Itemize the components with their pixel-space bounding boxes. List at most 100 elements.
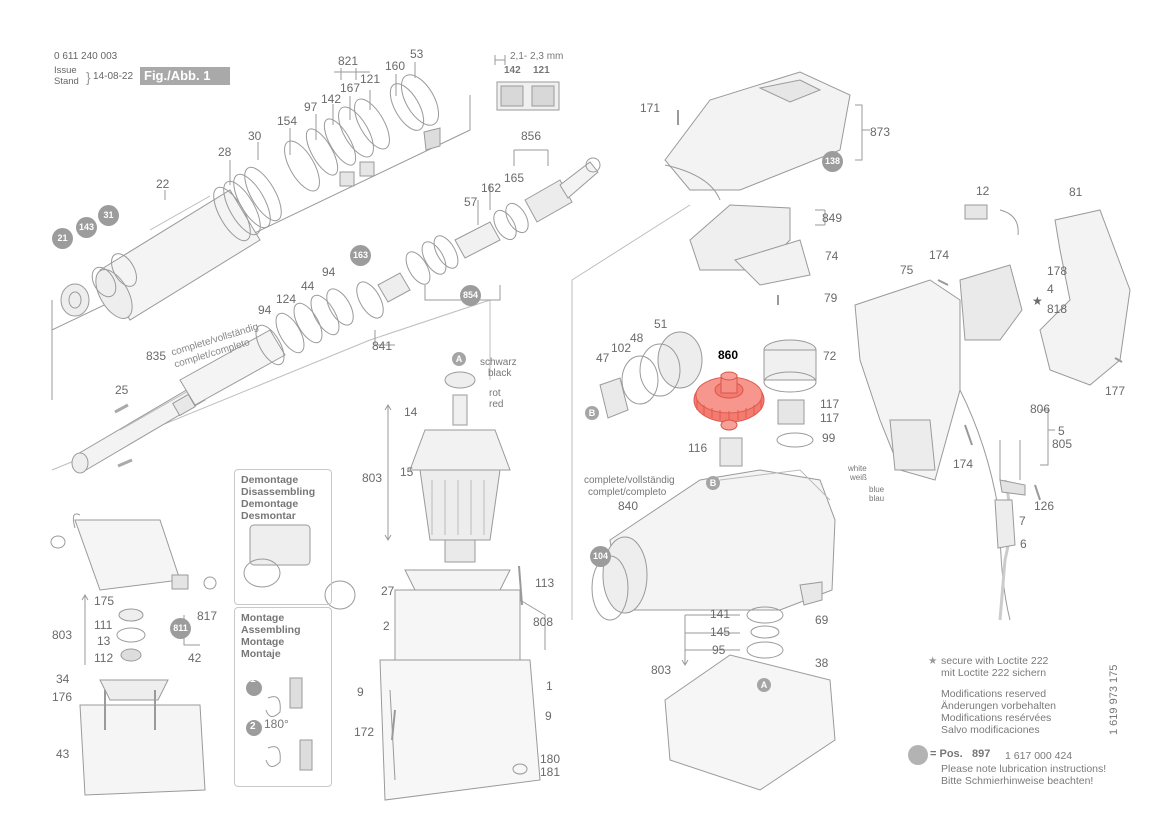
part-label: 9: [545, 709, 552, 723]
panel-title: Disassembling: [241, 486, 316, 498]
part-label: 14: [404, 405, 418, 419]
part-label: 48: [630, 331, 644, 345]
marker-b: B: [585, 406, 599, 420]
part-label: 57: [464, 195, 478, 209]
wire-label: blue: [869, 485, 885, 494]
part-label: 42: [188, 651, 202, 665]
part-label: 849: [822, 211, 843, 225]
part-label: 174: [929, 248, 950, 262]
circled-part: 31: [98, 205, 119, 226]
part-label: 44: [301, 279, 315, 293]
part-label: 4: [1047, 282, 1054, 296]
part-label: 113: [535, 576, 555, 590]
part-label: 13: [97, 634, 111, 648]
top-cover-group: [664, 71, 870, 305]
handle-cable-group: [854, 204, 1131, 621]
part-label: 124: [276, 292, 297, 306]
part-label: 162: [481, 181, 502, 195]
part-label: 75: [900, 263, 914, 277]
part-label: 165: [504, 171, 525, 185]
lubrication-note: Please note lubrication instructions!: [941, 763, 1107, 775]
part-label: 126: [1034, 499, 1055, 513]
pos-part-number: 1 617 000 424: [1005, 750, 1073, 762]
sidebar-code: 1 619 973 175: [1108, 664, 1120, 735]
panel-title: Assembling: [241, 624, 301, 636]
circled-part: 163: [350, 245, 371, 266]
panel-title: Montage: [241, 612, 285, 624]
complete-label-housing-2: complet/completo: [588, 487, 667, 498]
dimension-part-right: 121: [533, 65, 550, 76]
wire-label: red: [489, 399, 504, 410]
part-label: 177: [1105, 384, 1126, 398]
armature-group: [379, 371, 546, 801]
panel-title: Demontage: [241, 498, 299, 510]
dimension-range: 2,1- 2,3 mm: [510, 51, 564, 62]
demontage-panel: Demontage Disassembling Demontage Desmon…: [234, 469, 332, 605]
part-label: 94: [322, 265, 336, 279]
doc-number: 0 611 240 003: [54, 51, 118, 62]
part-label: 116: [688, 441, 708, 455]
gear-housing-group: [571, 204, 836, 791]
part-label: 27: [381, 584, 395, 598]
panel-title: Demontage: [241, 474, 299, 486]
wire-label: rot: [489, 388, 501, 399]
dimension-part-left: 142: [504, 65, 521, 76]
circled-part: 104: [590, 546, 611, 567]
part-label: 25: [115, 383, 129, 397]
part-label: 856: [521, 129, 542, 143]
part-label: 34: [56, 672, 70, 686]
part-label: 74: [825, 249, 839, 263]
part-label: 72: [823, 349, 837, 363]
pos-prefix: = Pos.: [930, 748, 963, 760]
wire-label: black: [488, 368, 512, 379]
part-label: 835: [146, 349, 167, 363]
modification-note: Modifications reserved: [941, 688, 1047, 700]
panel-illustrations: [243, 524, 356, 771]
part-label: 176: [52, 690, 73, 704]
part-label: 97: [304, 100, 318, 114]
part-label: 53: [410, 47, 424, 61]
issue-label: Issue: [54, 65, 77, 76]
wire-label: white: [848, 464, 867, 473]
part-label: 167: [340, 81, 361, 95]
circled-part: 143: [76, 217, 97, 238]
lubrication-dot-icon: [908, 745, 928, 765]
spindle-group: [71, 149, 601, 474]
part-label: 102: [611, 341, 632, 355]
part-label: 79: [824, 291, 838, 305]
part-label: 30: [248, 129, 262, 143]
circled-part: 21: [52, 228, 73, 249]
part-label: 1: [546, 679, 553, 693]
wire-label: schwarz: [480, 357, 517, 368]
part-label: 808: [533, 615, 554, 629]
tool-holder-group: [51, 62, 491, 471]
circled-part: 138: [822, 151, 843, 172]
part-label: 12: [976, 184, 990, 198]
issue-brace: }: [86, 69, 91, 85]
stand-label: Stand: [54, 76, 79, 87]
part-label: 154: [277, 114, 298, 128]
complete-label-housing: complete/vollständig: [584, 475, 675, 486]
step-number: 1: [250, 674, 256, 685]
part-label: 51: [654, 317, 668, 331]
modification-note: Salvo modificaciones: [941, 724, 1040, 736]
part-label: 117: [820, 397, 840, 411]
part-label: 94: [258, 303, 272, 317]
part-label: 38: [815, 656, 829, 670]
modification-note: Modifications resérvées: [941, 712, 1052, 724]
dimension-detail: [494, 55, 560, 111]
part-label: 803: [651, 663, 672, 677]
part-label: 43: [56, 747, 70, 761]
part-label: 873: [870, 125, 891, 139]
star-icon: ★: [928, 655, 938, 667]
figure-label: Fig./Abb. 1: [140, 67, 230, 85]
panel-title: Desmontar: [241, 510, 296, 522]
circled-part: 811: [170, 618, 191, 639]
wire-label: weiß: [850, 473, 867, 482]
part-label: 172: [354, 725, 375, 739]
part-label: 817: [197, 609, 218, 623]
part-label: 805: [1052, 437, 1073, 451]
part-label: 145: [710, 625, 731, 639]
